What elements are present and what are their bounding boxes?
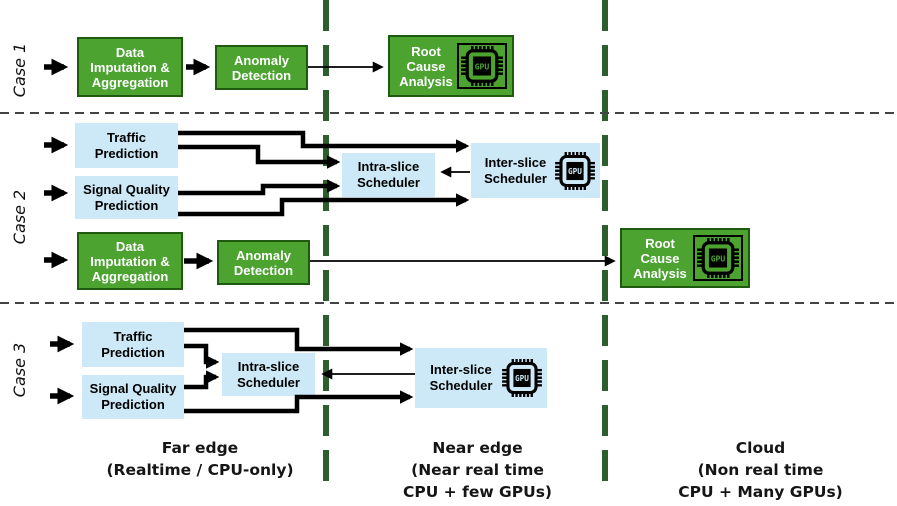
- zone-subtitle: (Near real time: [411, 461, 544, 479]
- box-label-line: Analysis: [633, 265, 687, 281]
- box-label-line: Imputation &: [90, 59, 170, 75]
- box-label-line: Signal Quality: [89, 381, 177, 396]
- case2-signal-quality-prediction-box: Signal Quality Prediction: [75, 176, 178, 219]
- gpu-chip-icon: GPU: [461, 46, 503, 86]
- arrow-case2-traffic-to-interslice: [178, 130, 470, 153]
- gpu-chip-icon: GPU: [502, 359, 542, 397]
- box-label-line: Data: [115, 44, 145, 60]
- box-label-line: Scheduler: [357, 175, 420, 190]
- box-label-line: Anomaly: [236, 247, 291, 263]
- box-label-line: Intra-slice: [357, 159, 420, 174]
- box-label-line: Detection: [233, 262, 294, 278]
- zone-label-cloud: Cloud (Non real time CPU + Many GPUs): [618, 437, 897, 503]
- box-label-line: Aggregation: [91, 74, 169, 90]
- box-label-line: Imputation &: [90, 253, 170, 269]
- case2-inter-slice-scheduler-box: Inter-slice Scheduler GPU: [471, 143, 600, 198]
- zone-label-far-edge: Far edge (Realtime / CPU-only): [50, 437, 350, 481]
- zone-title: Far edge: [161, 439, 239, 457]
- arrow-case2-traffic-to-intraslice: [178, 144, 341, 169]
- box-label-line: Intra-slice: [237, 358, 300, 374]
- box-label-line: Analysis: [399, 73, 453, 89]
- box-label-line: Prediction: [101, 344, 165, 360]
- zone-subtitle: (Realtime / CPU-only): [106, 461, 294, 479]
- box-label-line: Traffic: [113, 328, 153, 344]
- arrow-case3-traffic-to-intraslice: [184, 343, 220, 369]
- case1-root-cause-analysis-box: Root Cause Analysis GPU: [388, 35, 514, 97]
- arrow-case3-signal-to-intraslice: [184, 370, 220, 390]
- box-label-line: Cause: [406, 58, 446, 74]
- gpu-chip-label: GPU: [711, 253, 726, 263]
- box-label-line: Prediction: [94, 145, 159, 161]
- case3-traffic-prediction-box: Traffic Prediction: [82, 322, 184, 367]
- box-label-line: Root: [411, 43, 441, 59]
- case3-label: Case 3: [9, 342, 29, 398]
- case2-label: Case 2: [9, 189, 29, 245]
- box-label-line: Detection: [231, 67, 292, 83]
- case2-traffic-prediction-box: Traffic Prediction: [75, 123, 178, 168]
- box-label-line: Scheduler: [237, 374, 300, 390]
- zone-label-near-edge: Near edge (Near real time CPU + few GPUs…: [360, 437, 595, 503]
- zone-subtitle: (Non real time: [697, 461, 824, 479]
- gpu-chip-icon: GPU: [697, 238, 739, 278]
- case2-intra-slice-scheduler-box: Intra-slice Scheduler: [342, 153, 435, 197]
- arrow-case2-signal-to-interslice: [178, 193, 470, 217]
- box-label-line: Data: [115, 238, 145, 254]
- case1-label: Case 1: [9, 42, 29, 98]
- zone-subtitle: CPU + few GPUs): [402, 483, 553, 501]
- case3-signal-quality-prediction-box: Signal Quality Prediction: [82, 375, 184, 419]
- box-label-line: Scheduler: [429, 378, 493, 393]
- case3-inter-slice-scheduler-box: Inter-slice Scheduler GPU: [415, 348, 547, 408]
- gpu-chip-label: GPU: [515, 374, 529, 383]
- case2-data-imputation-box: Data Imputation & Aggregation: [77, 232, 183, 290]
- gpu-chip-label: GPU: [568, 167, 582, 176]
- box-label-line: Traffic: [106, 129, 146, 145]
- box-label-line: Prediction: [94, 197, 159, 213]
- arrow-case3-signal-to-interslice: [184, 390, 414, 414]
- case2-root-cause-analysis-box: Root Cause Analysis GPU: [620, 228, 750, 288]
- box-label-line: Anomaly: [234, 52, 289, 68]
- arrow-case3-traffic-to-interslice: [184, 327, 414, 356]
- box-label-line: Prediction: [101, 397, 165, 412]
- box-label-line: Cause: [640, 250, 680, 266]
- case1-anomaly-detection-box: Anomaly Detection: [215, 45, 308, 90]
- box-label-line: Inter-slice: [430, 362, 492, 377]
- case1-data-imputation-box: Data Imputation & Aggregation: [77, 37, 183, 97]
- case2-anomaly-detection-box: Anomaly Detection: [217, 240, 310, 285]
- box-label-line: Aggregation: [91, 268, 169, 284]
- zone-subtitle: CPU + Many GPUs): [678, 483, 843, 501]
- box-label-line: Inter-slice: [484, 154, 547, 170]
- gpu-chip-frame: GPU: [457, 43, 507, 89]
- gpu-chip-frame: GPU: [693, 235, 743, 281]
- zone-title: Near edge: [432, 439, 523, 457]
- box-label-line: Root: [645, 235, 675, 251]
- box-label-line: Scheduler: [484, 170, 547, 186]
- zone-title: Cloud: [735, 439, 786, 457]
- box-label-line: Signal Quality: [83, 181, 170, 197]
- gpu-chip-label: GPU: [475, 61, 490, 71]
- gpu-chip-icon: GPU: [555, 151, 595, 190]
- arrow-case2-signal-to-intraslice: [178, 179, 341, 196]
- case3-intra-slice-scheduler-box: Intra-slice Scheduler: [222, 353, 315, 396]
